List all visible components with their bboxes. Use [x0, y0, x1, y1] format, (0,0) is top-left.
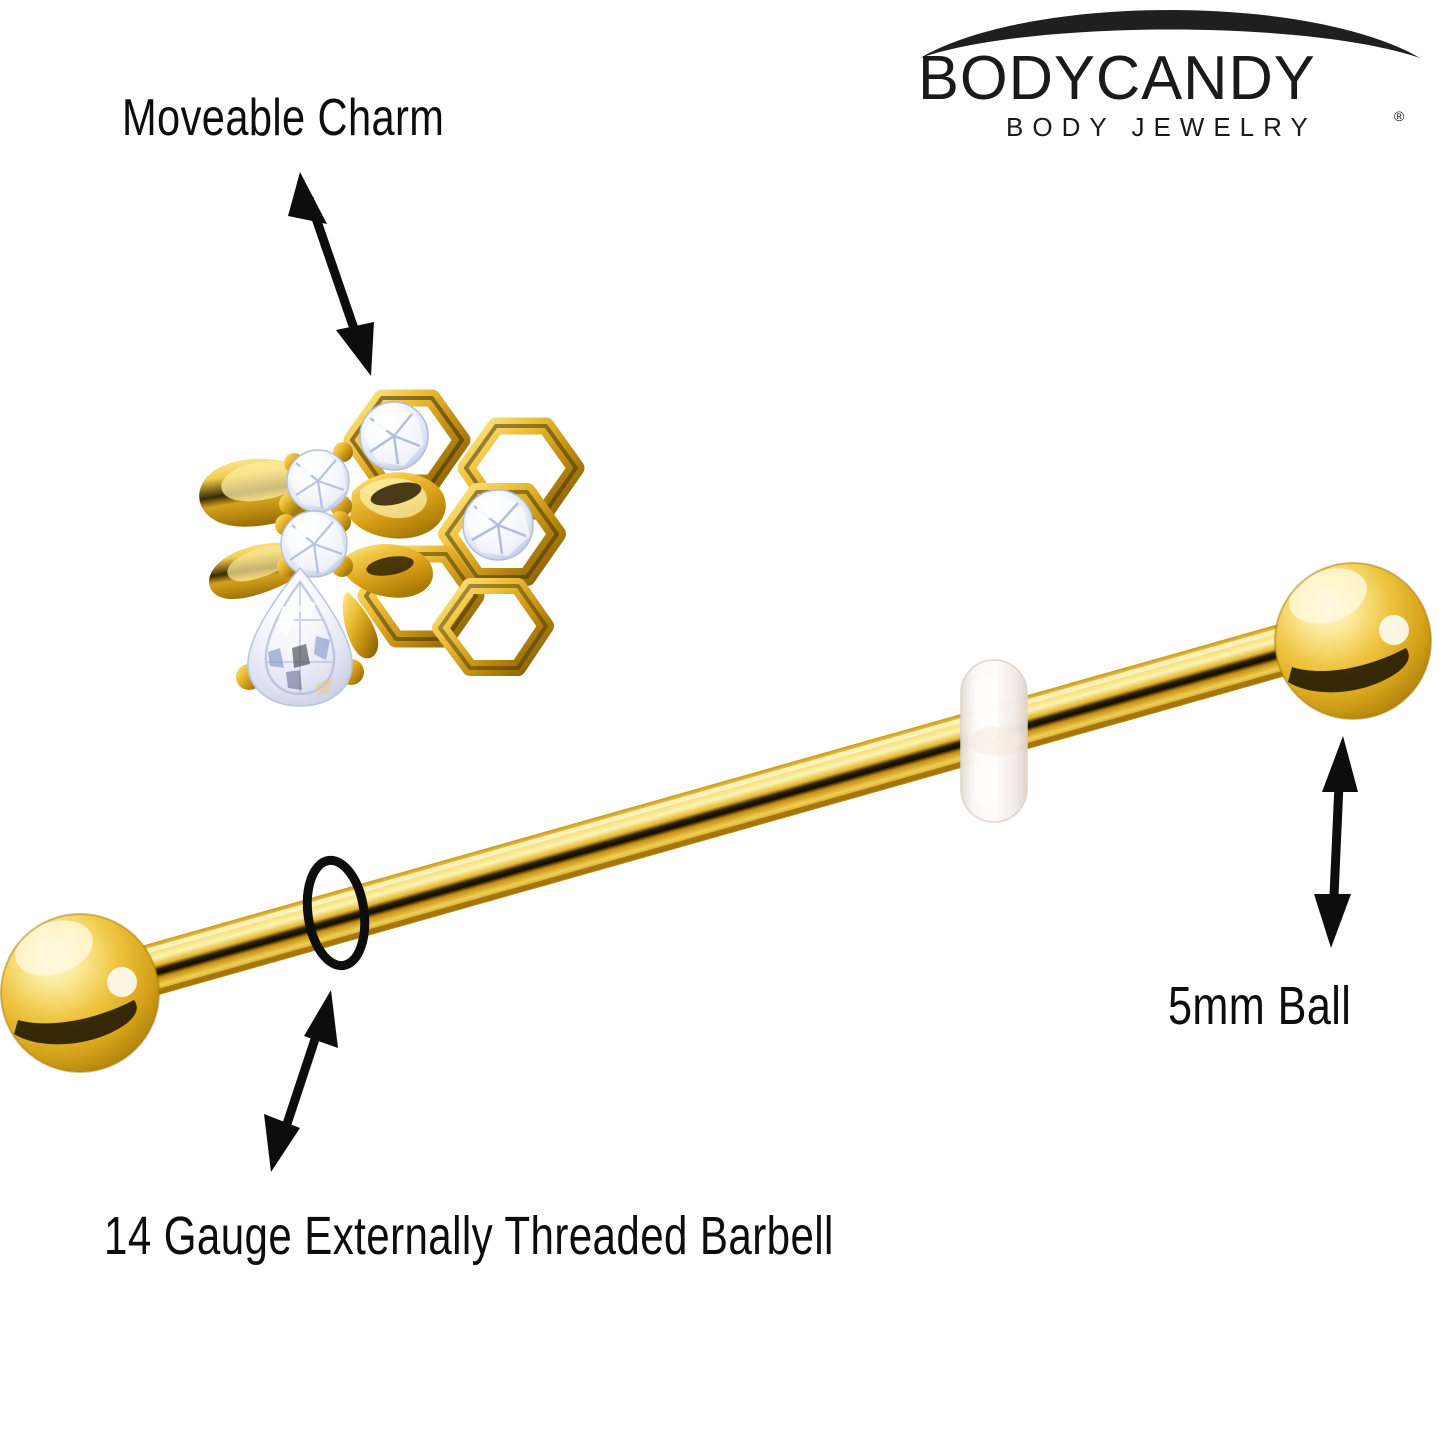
barbell-ball-left — [0, 913, 160, 1073]
bodycandy-logo: BODYCANDY BODY JEWELRY ® — [910, 8, 1430, 148]
annotation-label-14-gauge: 14 Gauge Externally Threaded Barbell — [104, 1206, 834, 1266]
logo-wordmark: BODYCANDY — [918, 44, 1316, 113]
arrow-14-gauge — [264, 990, 338, 1172]
bee-gem-head — [279, 442, 353, 517]
annotation-label-moveable-charm: Moveable Charm — [122, 89, 445, 147]
bee-gem-pear — [236, 566, 364, 707]
bee-honeycomb-charm — [199, 389, 585, 707]
silicone-o-ring — [960, 659, 1028, 823]
honeycomb-cluster — [343, 389, 585, 676]
threading-circle — [302, 855, 370, 971]
honeycomb-gem-right — [462, 489, 534, 561]
arrow-5mm-ball — [1314, 736, 1358, 948]
bee-wings — [199, 458, 332, 600]
arrow-moveable-charm — [288, 172, 374, 376]
annotation-label-5mm-ball: 5mm Ball — [1168, 976, 1352, 1036]
logo-arc-icon — [920, 10, 1420, 58]
bee-body — [342, 472, 446, 659]
honeycomb-gem-top — [359, 401, 429, 471]
bee-gem-thorax — [275, 510, 353, 578]
barbell-ball-right — [1274, 562, 1432, 720]
registered-trademark-icon: ® — [1394, 108, 1405, 124]
barbell-shaft — [97, 615, 1325, 1008]
logo-tagline: BODY JEWELRY — [1006, 112, 1317, 142]
